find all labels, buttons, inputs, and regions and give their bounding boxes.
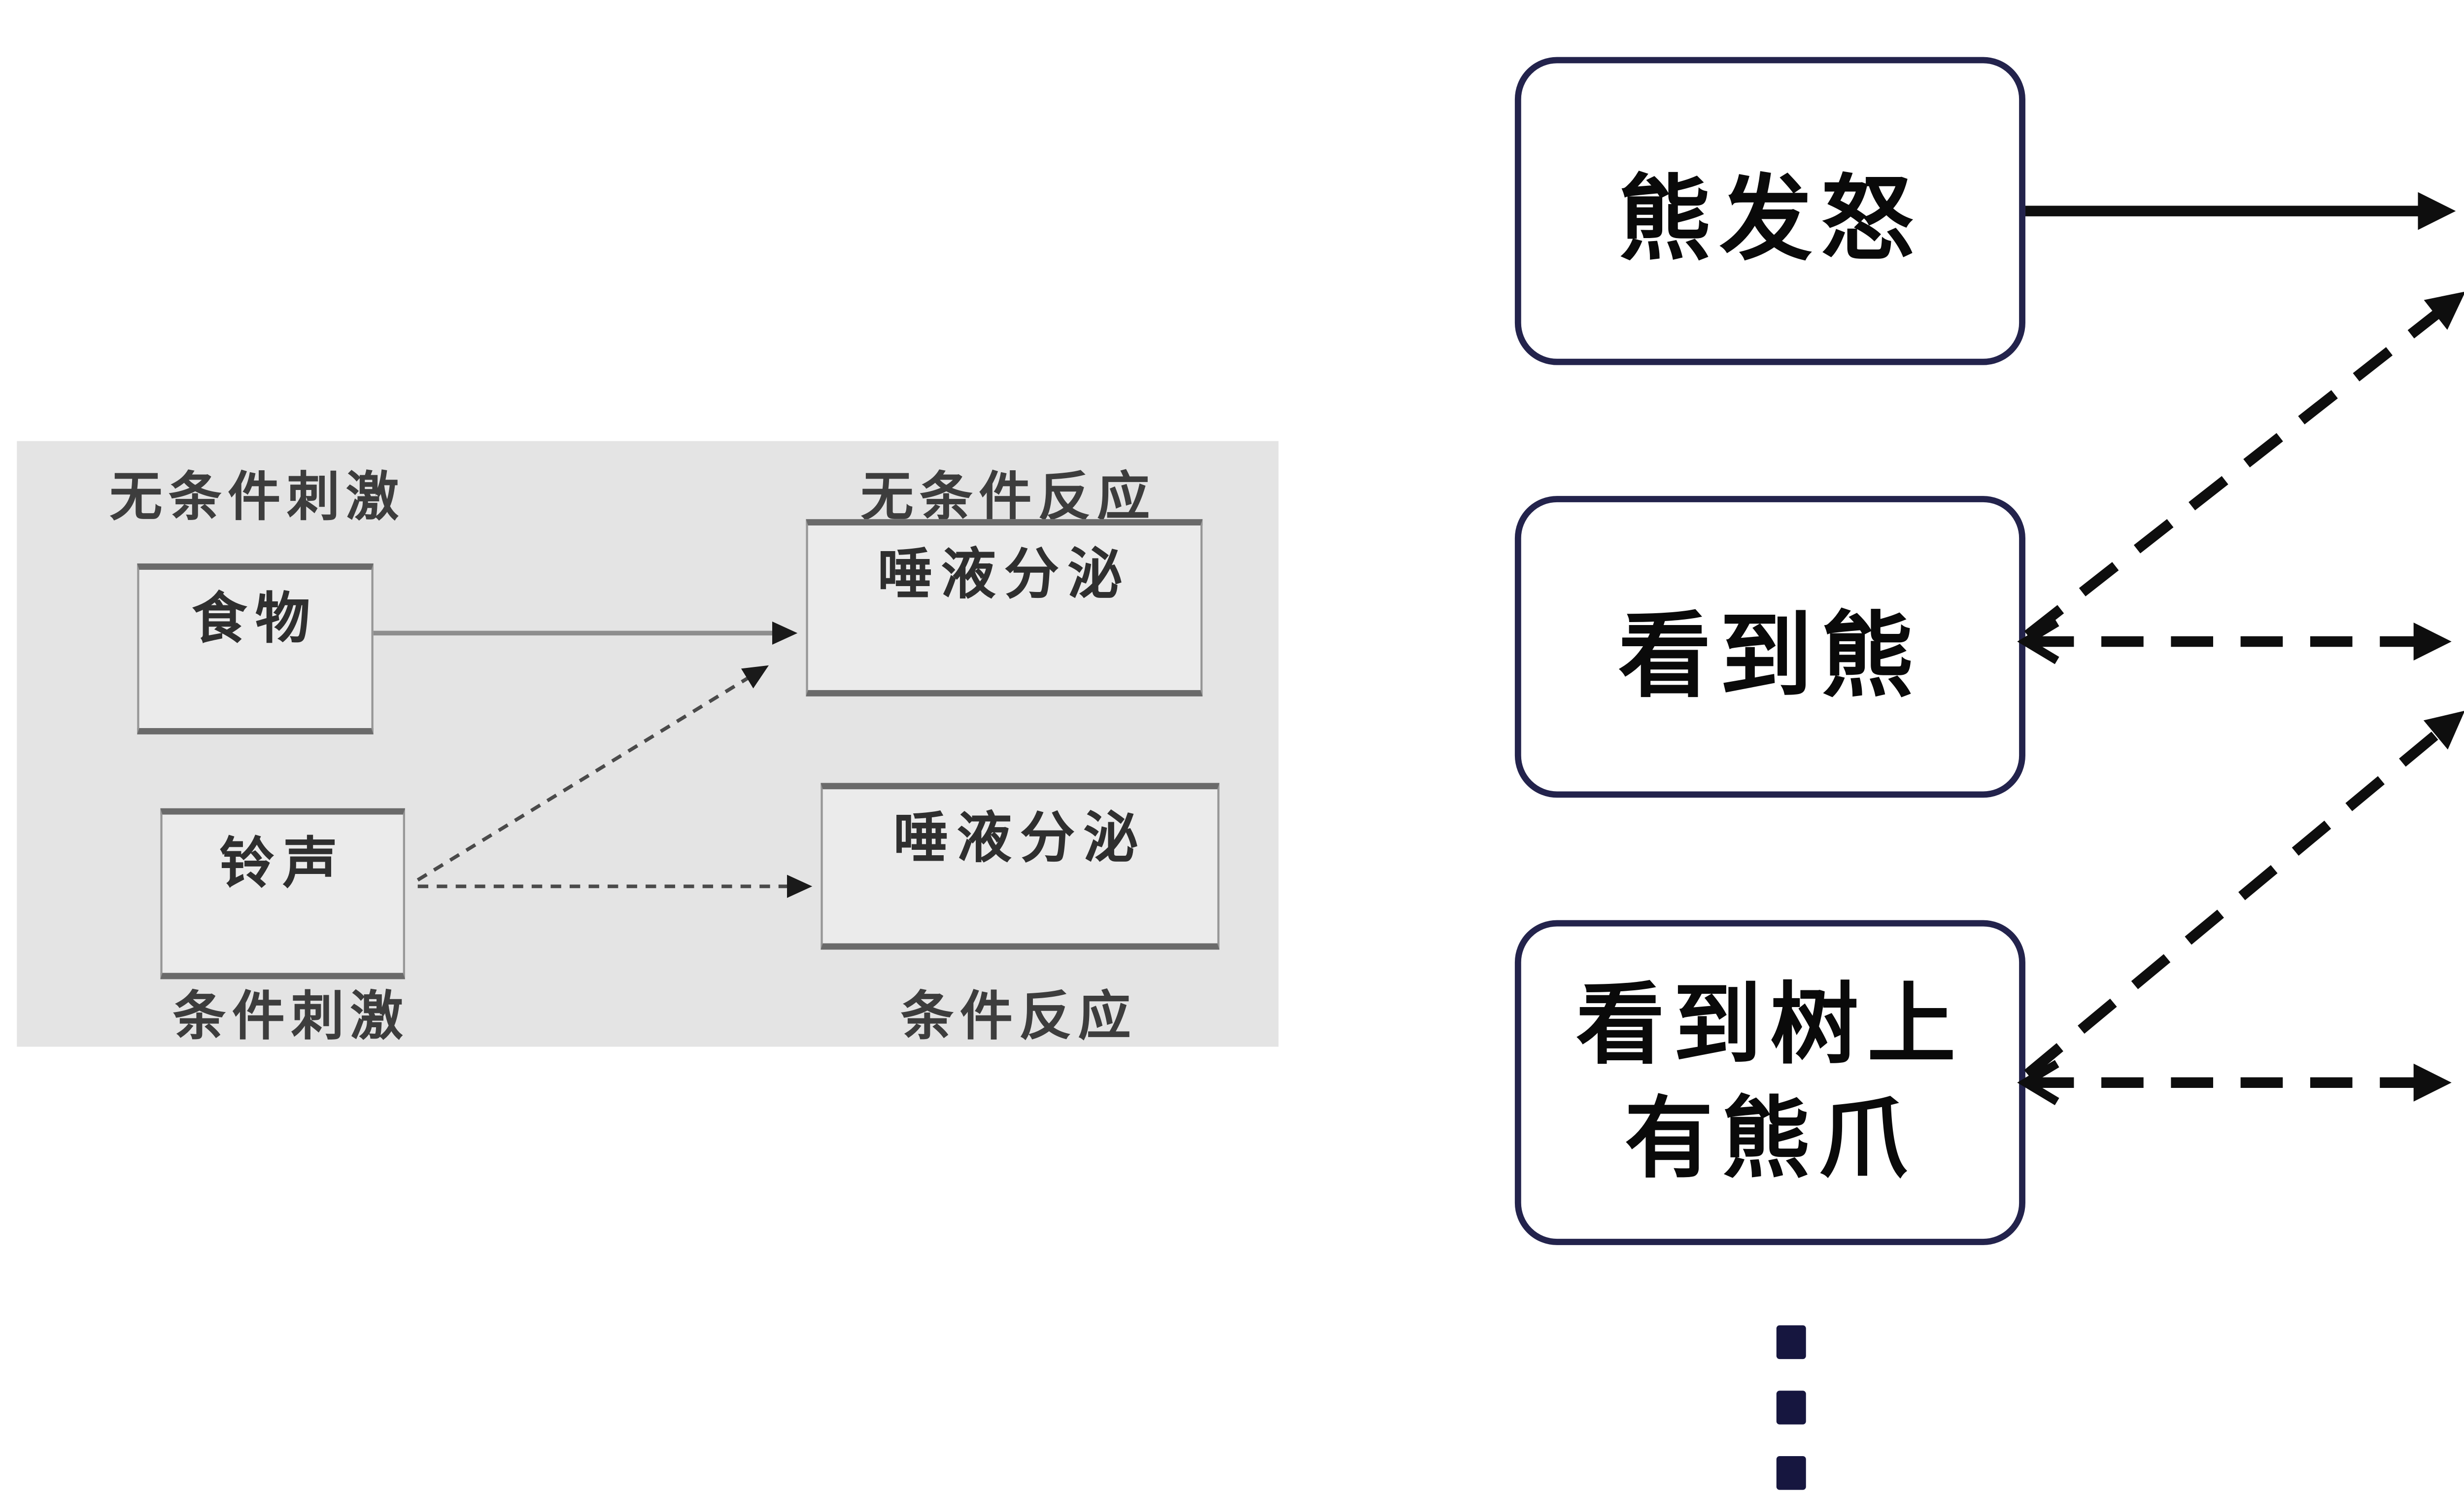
dashed-arrow-see-bear-to-reward bbox=[2024, 291, 2464, 640]
label-unconditioned-stimulus: 无条件刺激 bbox=[109, 468, 405, 528]
node-food: 食物 bbox=[137, 563, 374, 734]
node-bear-angry: 熊发怒 bbox=[1514, 57, 2025, 365]
chevron-arrowhead-claws bbox=[2017, 1060, 2059, 1106]
ellipsis-left-icon bbox=[1776, 1325, 1806, 1490]
dashed-arrow-bell-to-association bbox=[416, 665, 769, 882]
dashed-arrow-claws-to-value-next bbox=[2024, 710, 2464, 1079]
node-see-bear-claws: 看到树上 有熊爪 bbox=[1514, 920, 2025, 1245]
node-see-bear: 看到熊 bbox=[1514, 496, 2025, 798]
label-conditioned-stimulus: 条件刺激 bbox=[172, 987, 410, 1047]
pavlov-conditioning-panel: 无条件刺激 无条件反应 条件刺激 条件反应 食物 唾液分泌 铃声 唾液分泌 bbox=[17, 441, 1279, 1047]
chevron-arrowhead-see-bear bbox=[2017, 619, 2059, 664]
node-salivation-top: 唾液分泌 bbox=[806, 519, 1203, 697]
label-conditioned-response: 条件反应 bbox=[901, 987, 1137, 1047]
node-bell: 铃声 bbox=[160, 808, 405, 979]
label-unconditioned-response: 无条件反应 bbox=[860, 468, 1157, 528]
node-salivation-bottom: 唾液分泌 bbox=[821, 783, 1220, 950]
